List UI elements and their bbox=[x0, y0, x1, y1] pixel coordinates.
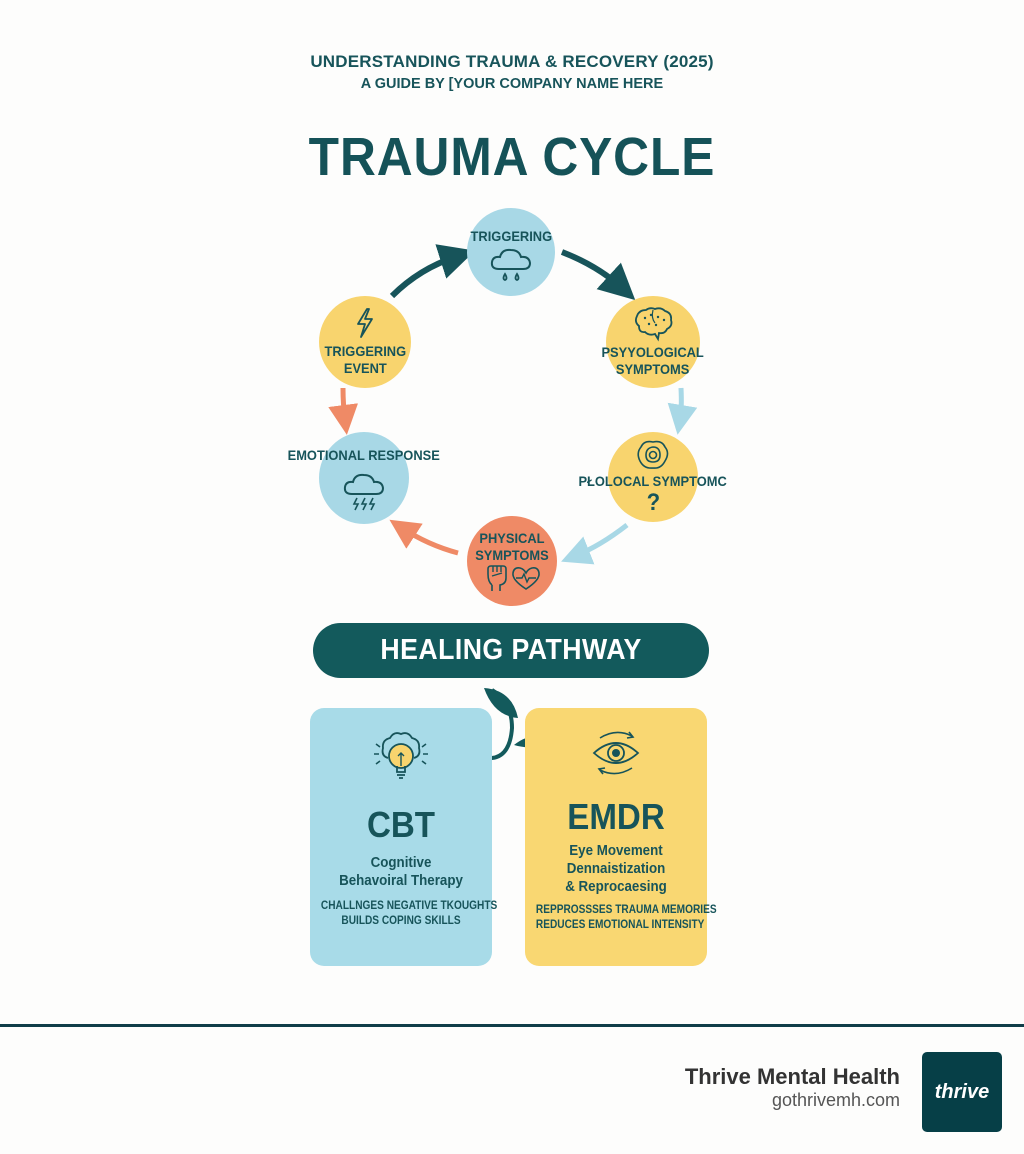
card-description: REPPROSSSES TRAUMA MEMORIES bbox=[535, 904, 717, 916]
brand-url[interactable]: gothrivemh.com bbox=[771, 1090, 900, 1110]
brand-name: Thrive Mental Health bbox=[684, 1064, 900, 1089]
node-label: PŁOLOCAL SYMPTOMC bbox=[578, 472, 728, 489]
healing-pathway-banner: HEALING PATHWAY bbox=[313, 623, 709, 678]
brain-icon bbox=[634, 307, 673, 342]
rose-icon bbox=[637, 440, 669, 469]
lightning-icon bbox=[357, 308, 373, 338]
node-label: TRIGGERING EVENT bbox=[324, 343, 406, 376]
card-full-name: & Reprocaesing bbox=[565, 879, 667, 895]
node-label: PHYSICAL SYMPTOMS bbox=[475, 530, 549, 563]
trauma-cycle-title: TRAUMA CYCLE bbox=[308, 127, 716, 187]
brand-logo-text: thrive bbox=[934, 1080, 990, 1103]
brain-lightbulb-icon bbox=[374, 732, 428, 779]
cycle-node-emotional-response: EMOTIONAL RESPONSE bbox=[288, 432, 440, 524]
therapy-card-cbt: CBT Cognitive Behavoiral Therapy CHALLNG… bbox=[310, 708, 498, 966]
header-title: UNDERSTANDING TRAUMA & RECOVERY (2025) bbox=[310, 52, 714, 71]
storm-cloud-icon bbox=[343, 473, 385, 511]
card-full-name: Dennaistization bbox=[566, 861, 666, 877]
cycle-node-psychological-symptoms: PSYYOLOGICAL SYMPTOMS bbox=[602, 296, 704, 388]
node-label: EMOTIONAL RESPONSE bbox=[287, 447, 441, 463]
arrow-event-to-emotional bbox=[328, 387, 359, 435]
cycle-node-triggering: TRIGGERING bbox=[467, 208, 555, 296]
healing-pathway-title: HEALING PATHWAY bbox=[380, 634, 642, 666]
fist-heart-icon bbox=[487, 565, 540, 591]
arrow-event-to-triggering bbox=[389, 244, 476, 299]
card-full-name: Cognitive bbox=[370, 855, 432, 871]
card-description: CHALLNGES NEGATIVE TKOUGHTS bbox=[320, 900, 498, 912]
cycle-node-plocal-symptom: PŁOLOCAL SYMPTOMC ? bbox=[579, 432, 727, 522]
rain-cloud-icon bbox=[490, 248, 532, 281]
therapy-card-emdr: EMDR Eye Movement Dennaistization & Repr… bbox=[525, 708, 717, 966]
arrow-physical-to-emotional bbox=[389, 519, 459, 556]
arrow-plocal-to-physical bbox=[561, 523, 629, 565]
header-subtitle: A GUIDE BY [YOUR COMPANY NAME HERE bbox=[360, 76, 664, 92]
card-abbreviation: EMDR bbox=[567, 796, 665, 837]
cycle-node-triggering-event: TRIGGERING EVENT bbox=[319, 296, 411, 388]
question-mark-icon: ? bbox=[646, 488, 660, 516]
card-abbreviation: CBT bbox=[366, 804, 436, 845]
brand-logo: thrive bbox=[922, 1052, 1002, 1132]
cycle-node-physical-symptoms: PHYSICAL SYMPTOMS bbox=[467, 516, 557, 606]
card-full-name: Eye Movement bbox=[569, 843, 663, 859]
card-description: BUILDS COPING SKILLS bbox=[341, 915, 461, 927]
card-full-name: Behavoiral Therapy bbox=[339, 873, 463, 889]
footer-divider bbox=[0, 1024, 1024, 1027]
card-description: REDUCES EMOTIONAL INTENSITY bbox=[535, 919, 705, 931]
node-label: PSYYOLOGICAL SYMPTOMS bbox=[601, 344, 705, 377]
eye-cycle-icon bbox=[592, 731, 640, 775]
arrow-psych-to-plocal bbox=[667, 387, 698, 435]
node-label: TRIGGERING bbox=[470, 228, 552, 244]
arrow-triggering-to-psych bbox=[560, 249, 636, 301]
